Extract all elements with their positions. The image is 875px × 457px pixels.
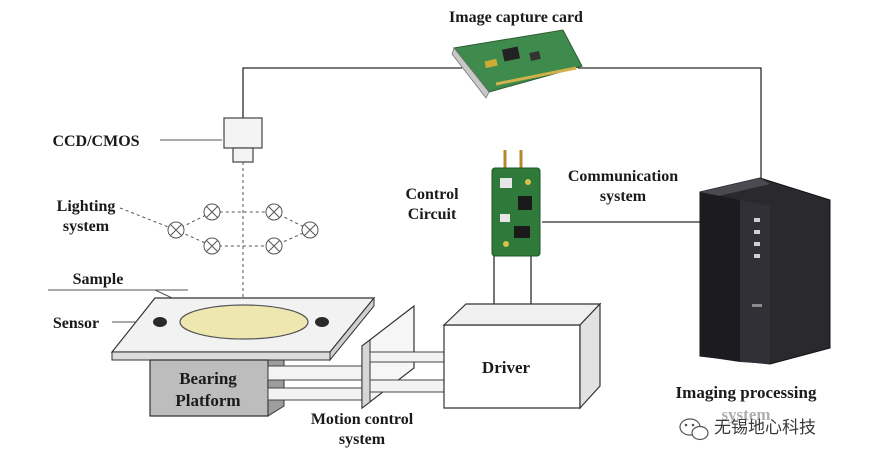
bearing-platform-label-line1: Bearing [179, 369, 237, 388]
lamp-icon [265, 203, 283, 221]
driver-box [442, 302, 602, 410]
lamp-icon [301, 221, 319, 239]
ccd-cmos-label: CCD/CMOS [52, 133, 139, 150]
watermark-text: 无锡地心科技 [714, 418, 816, 438]
image-capture-card-label: Image capture card [449, 9, 583, 26]
communication-label-line1: Communication [568, 168, 678, 185]
lamp-icon [265, 237, 283, 255]
ccd-cmos-camera [223, 117, 263, 163]
wechat-icon [679, 418, 709, 441]
lamp-icon [167, 221, 185, 239]
imaging-processing-label-line2: system [721, 405, 770, 424]
camera-to-card-line [242, 67, 462, 118]
pc-tower [699, 177, 831, 365]
lamp-icon [203, 203, 221, 221]
sensor-icon [315, 317, 329, 327]
driver-label: Driver [482, 358, 531, 377]
image-capture-card [451, 29, 583, 99]
control-circuit-label-line1: Control [405, 186, 459, 203]
sensor-label: Sensor [53, 315, 99, 332]
card-to-pc-line [578, 67, 762, 193]
motion-control-label-line2: system [339, 431, 386, 448]
lighting-label-line1: Lighting [57, 198, 116, 215]
control-circuit-board [491, 150, 541, 257]
sample-label: Sample [73, 271, 124, 288]
imaging-processing-label-line1: Imaging processing [676, 383, 817, 402]
lamp-icon [203, 237, 221, 255]
control-circuit-label-line2: Circuit [408, 206, 457, 223]
lighting-label-line2: system [63, 218, 110, 235]
bearing-platform-label-line2: Platform [175, 391, 240, 410]
sensor-icon [153, 317, 167, 327]
communication-label-line2: system [600, 188, 647, 205]
lighting-system [119, 203, 319, 255]
sample-disc [179, 304, 309, 340]
watermark: 无锡地心科技 [679, 418, 816, 441]
motion-control-system [267, 304, 445, 410]
stage-platform [110, 296, 376, 362]
motion-control-label-line1: Motion control [311, 411, 414, 428]
